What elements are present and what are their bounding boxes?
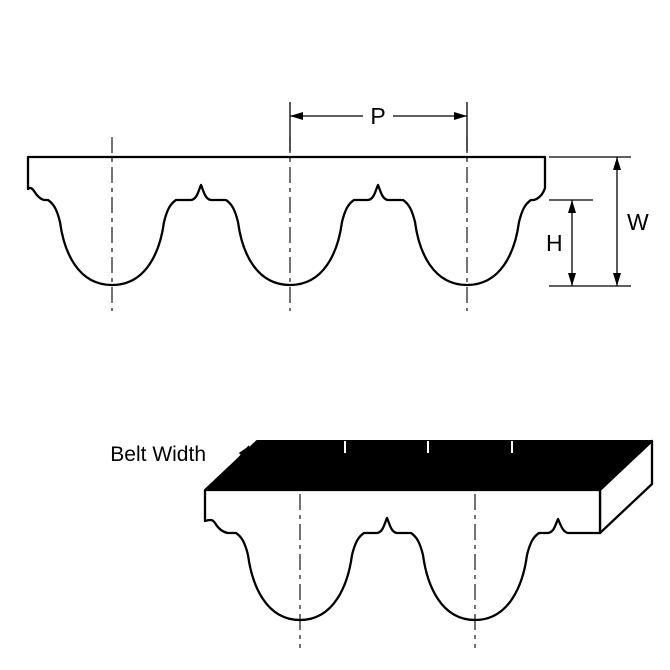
arrowhead	[613, 157, 621, 170]
pitch-label: P	[370, 103, 385, 129]
overall-width-dimension: W	[549, 156, 649, 287]
belt-width-label: Belt Width	[110, 443, 206, 466]
belt-front-face	[203, 488, 602, 622]
profile-view: P W H	[26, 102, 649, 311]
perspective-view: Belt Width	[110, 439, 654, 648]
arrowhead	[568, 273, 576, 286]
tooth-height-label: H	[546, 230, 563, 256]
belt-width-callout: Belt Width	[110, 443, 250, 489]
arrowhead	[213, 476, 224, 488]
tooth-height-dimension: H	[546, 199, 593, 286]
arrowhead	[290, 112, 303, 120]
arrowhead	[613, 273, 621, 286]
arrowhead	[454, 112, 467, 120]
arrowhead	[238, 446, 249, 458]
belt-profile-outline	[26, 155, 547, 287]
pitch-dimension: P	[289, 102, 468, 151]
overall-width-label: W	[627, 209, 649, 235]
arrowhead	[568, 200, 576, 213]
